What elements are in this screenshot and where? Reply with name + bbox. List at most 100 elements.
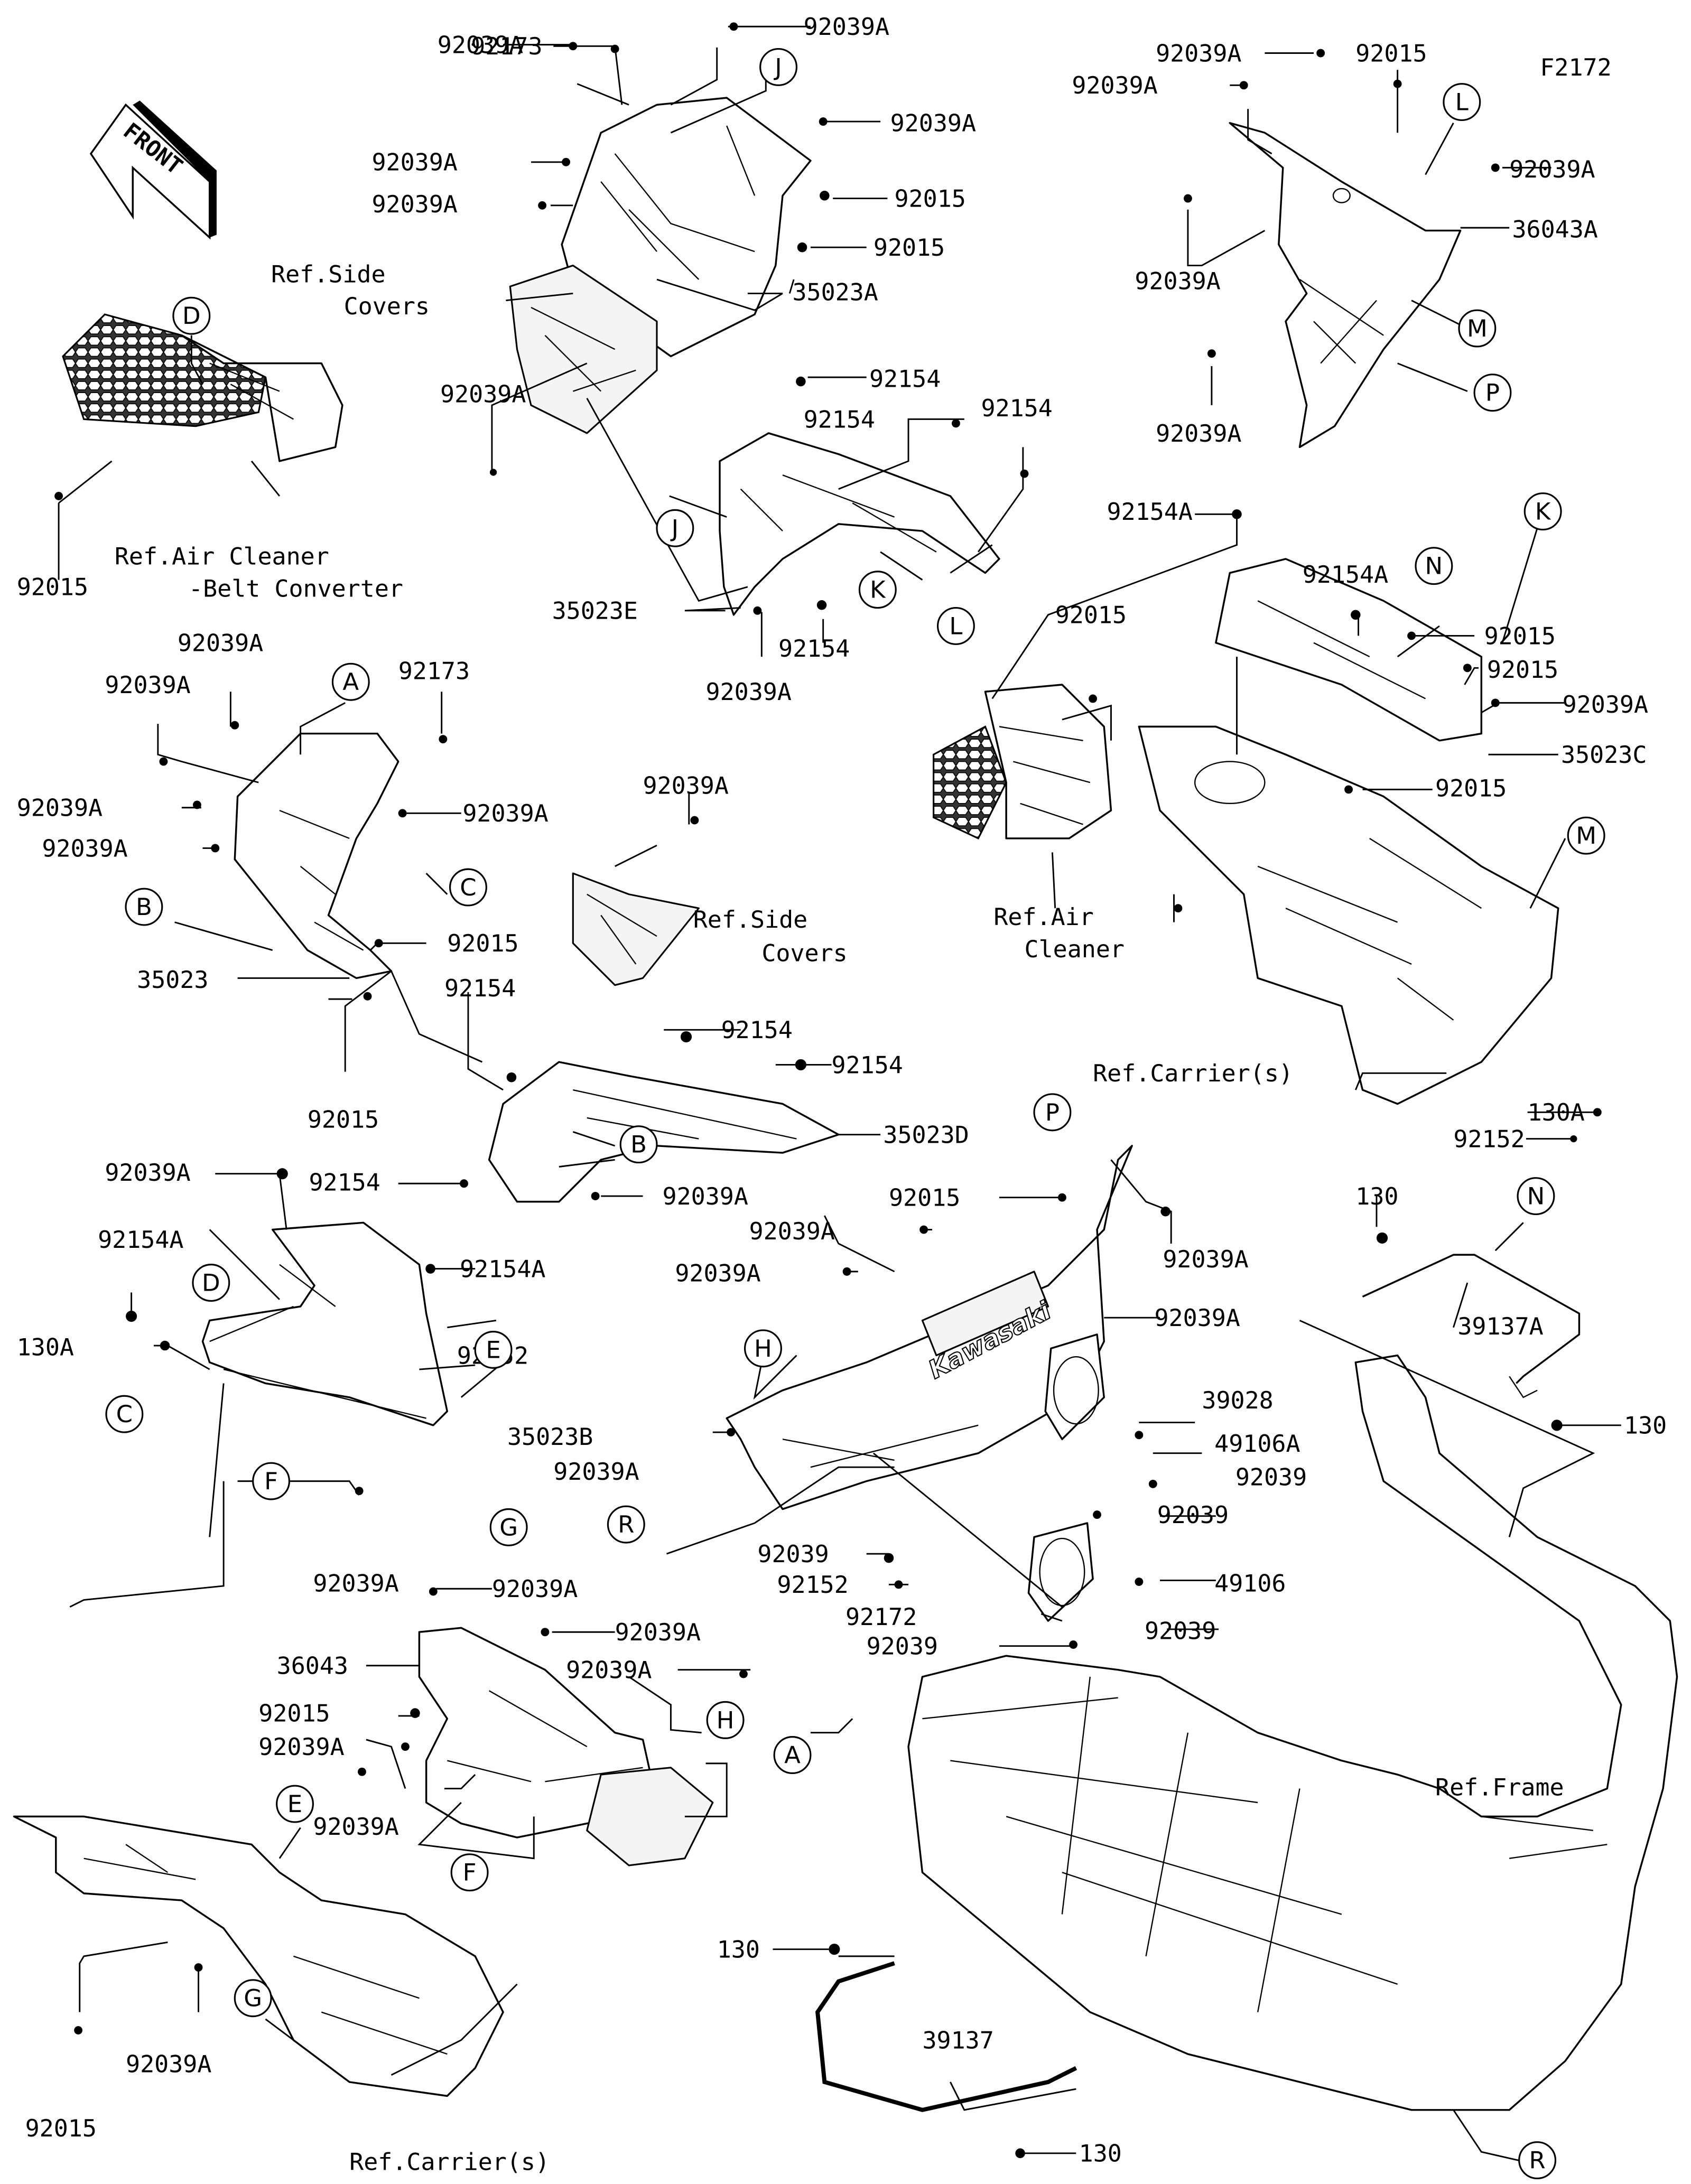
- part-label: 92039A: [258, 1733, 344, 1761]
- part-label: 92039: [1235, 1463, 1307, 1491]
- callout-a: A: [773, 1736, 812, 1774]
- callout-b: B: [125, 888, 163, 926]
- part-label: 92039A: [675, 1259, 760, 1287]
- front-panel-39028: Kawasaki: [726, 1145, 1133, 1510]
- callout-b: B: [619, 1125, 658, 1164]
- callout-k: K: [1523, 492, 1562, 531]
- callout-p: P: [1473, 374, 1512, 412]
- part-label: 92154A: [460, 1255, 545, 1283]
- part-label: 92039A: [371, 148, 457, 176]
- part-label: 92015: [1487, 656, 1558, 684]
- callout-f: F: [450, 1853, 489, 1892]
- callout-j: J: [656, 509, 694, 547]
- svg-text:D: D: [202, 1269, 220, 1297]
- svg-text:J: J: [670, 514, 679, 542]
- cover-35023d: [488, 1061, 840, 1203]
- part-label: 92039A: [1135, 267, 1220, 295]
- speaker-49106a: [1044, 1333, 1105, 1440]
- part-label: 92154A: [98, 1226, 183, 1254]
- cover-35023a: [509, 97, 812, 434]
- carrier-left: [13, 1815, 504, 2097]
- part-label: 92039A: [1154, 1304, 1240, 1332]
- ref-label-side-covers: Covers: [761, 939, 847, 967]
- part-label: 92015: [1355, 39, 1427, 67]
- front-arrow-icon: FRONT: [89, 100, 217, 240]
- part-label: 92039A: [706, 678, 792, 706]
- callout-c: C: [449, 868, 487, 907]
- callout-l: L: [936, 606, 975, 645]
- part-label: 35023A: [793, 278, 878, 306]
- svg-text:R: R: [1529, 2146, 1545, 2174]
- svg-text:E: E: [287, 1790, 302, 1818]
- callout-k: K: [858, 571, 897, 609]
- part-label: 92154: [778, 634, 850, 662]
- svg-text:L: L: [1455, 88, 1469, 116]
- part-label: 92039A: [178, 629, 263, 657]
- part-label: 130: [1624, 1412, 1667, 1440]
- svg-text:K: K: [1535, 498, 1551, 526]
- part-label: 92172: [846, 1603, 917, 1631]
- part-label: 92039A: [492, 1575, 578, 1603]
- part-label: 130A: [17, 1333, 74, 1361]
- part-label: 92039A: [438, 31, 523, 59]
- part-label: 92039A: [663, 1182, 748, 1210]
- grab-bar-39137a: [1362, 1254, 1581, 1398]
- part-label: 92039A: [615, 1618, 701, 1646]
- svg-text:P: P: [1485, 379, 1500, 407]
- figure-id: F2172: [1540, 53, 1611, 81]
- part-label: 92039A: [313, 1813, 398, 1841]
- part-label: 92154: [309, 1168, 380, 1196]
- part-label: 92015: [308, 1105, 379, 1133]
- part-label: 92039A: [440, 380, 526, 408]
- svg-text:G: G: [499, 1513, 518, 1541]
- part-label: 35023C: [1561, 741, 1647, 769]
- carrier-right: [1138, 725, 1559, 1105]
- svg-text:N: N: [1527, 1182, 1545, 1210]
- ref-label-side-covers: Ref.Side: [271, 260, 386, 288]
- part-label: 35023D: [883, 1121, 969, 1149]
- part-label: 92039A: [1156, 39, 1241, 67]
- svg-text:B: B: [630, 1131, 647, 1159]
- part-label: 92015: [1484, 622, 1556, 650]
- part-label: 92015: [447, 929, 518, 957]
- callout-d: D: [172, 296, 211, 335]
- grab-bar-39137: [815, 1961, 1077, 2112]
- svg-text:H: H: [754, 1334, 772, 1362]
- part-label: 130A: [1528, 1098, 1585, 1126]
- side-cover-ref-part: [572, 872, 700, 986]
- ref-label-air-cleaner: Ref.Air: [993, 903, 1093, 931]
- part-label: 92039A: [553, 1458, 639, 1486]
- frame: [907, 1354, 1678, 2111]
- part-label: 92173: [471, 32, 542, 60]
- part-label: 92039A: [804, 13, 889, 41]
- svg-text:D: D: [182, 302, 201, 330]
- part-label: 92015: [1055, 601, 1127, 629]
- part-label: 92039A: [313, 1570, 398, 1598]
- leader-lines: [58, 25, 1621, 2164]
- part-label: 92154: [721, 1016, 793, 1044]
- part-label: 92039A: [890, 109, 976, 137]
- part-label: 92152: [1453, 1125, 1525, 1153]
- svg-text:K: K: [870, 576, 886, 604]
- part-label: 130: [1079, 2140, 1122, 2168]
- reference-labels: Ref.Side Covers Ref.Air Cleaner -Belt Co…: [115, 260, 1564, 2176]
- air-cleaner: [933, 684, 1112, 840]
- callout-e: E: [474, 1331, 513, 1369]
- part-label: 92039A: [17, 794, 103, 822]
- svg-text:J: J: [773, 53, 782, 81]
- part-label: 35023E: [552, 597, 638, 625]
- part-label: 92173: [398, 657, 470, 685]
- part-label: 92039: [1145, 1617, 1216, 1645]
- part-label: 130: [717, 1936, 760, 1964]
- part-label: 92039A: [105, 671, 190, 699]
- panel-36043: [418, 1627, 714, 1866]
- svg-text:A: A: [342, 668, 359, 696]
- part-label: 92039A: [126, 2050, 211, 2078]
- part-label: 35023B: [507, 1423, 593, 1451]
- part-label: 92154: [981, 394, 1053, 422]
- svg-text:P: P: [1045, 1098, 1060, 1126]
- part-label: 92039A: [371, 190, 457, 218]
- svg-text:F: F: [463, 1859, 477, 1887]
- part-label: 92039A: [105, 1159, 190, 1187]
